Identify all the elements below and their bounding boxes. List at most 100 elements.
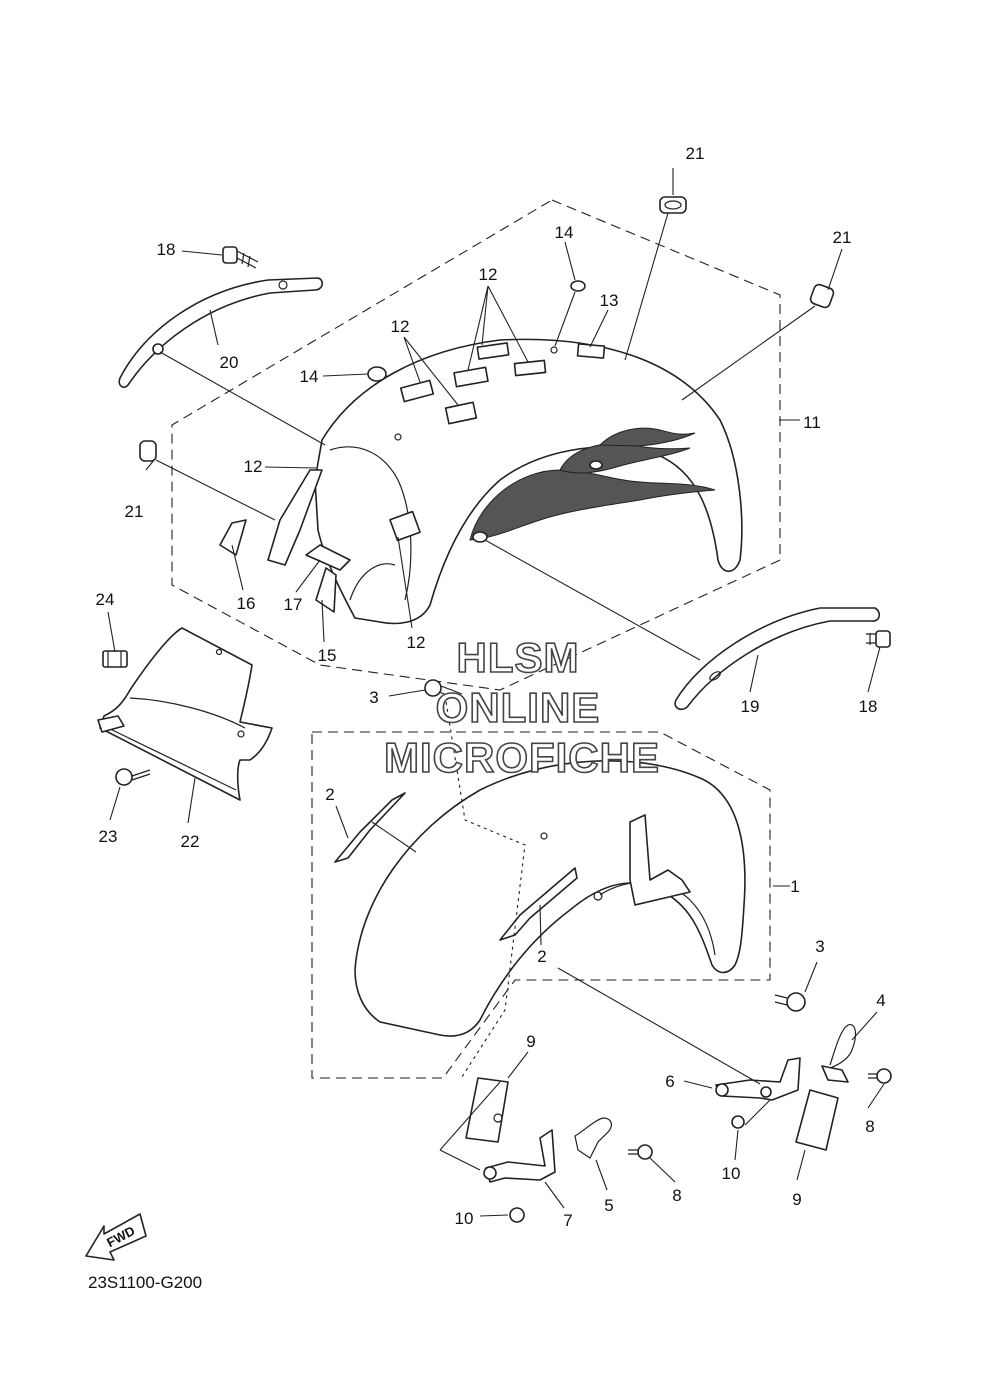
callout-15: 15	[318, 646, 337, 665]
fwd-arrow-icon: FWD	[85, 1213, 147, 1261]
fender-hole-upper	[589, 460, 603, 470]
lamp-mount-right	[821, 1065, 849, 1083]
rail-19-slot	[709, 671, 721, 681]
callout-24: 24	[96, 590, 115, 609]
sticker-12-top-c	[513, 359, 547, 377]
grommet-21-right	[809, 283, 835, 309]
bolt-8-right	[868, 1068, 892, 1084]
diagram-code: 23S1100-G200	[88, 1273, 202, 1292]
front-fender-group-outline	[311, 731, 771, 1079]
bolt-18-lower	[866, 630, 891, 648]
callout-16: 16	[237, 594, 256, 613]
watermark-line-3: MICROFICHE	[384, 734, 660, 781]
mud-flap-bottom	[103, 725, 237, 791]
sticker-2-loose	[334, 792, 406, 863]
clip-24	[102, 650, 128, 668]
callout-3-upper: 3	[369, 688, 378, 707]
hole-14-top	[550, 346, 558, 354]
callout-12-upper-left: 12	[391, 317, 410, 336]
callout-2-lower: 2	[537, 947, 546, 966]
bracket-6-hole-2	[760, 1086, 772, 1098]
fender-rail-20	[118, 277, 324, 388]
callout-9-right: 9	[792, 1190, 801, 1209]
callout-12-bottom: 12	[407, 633, 426, 652]
rail-20-hole-front	[278, 280, 288, 290]
reflector-9-left	[465, 1077, 509, 1143]
callout-4: 4	[876, 991, 885, 1010]
bolt-3-upper	[424, 679, 463, 701]
flap-hole	[237, 730, 245, 738]
flame-decal-top	[598, 427, 696, 447]
callout-18-lower: 18	[859, 697, 878, 716]
bracket-7-hole	[483, 1166, 497, 1180]
callout-21-right: 21	[833, 228, 852, 247]
callout-7: 7	[563, 1211, 572, 1230]
mud-flap-edge	[129, 697, 246, 729]
rivet-23	[115, 768, 151, 786]
sticker-2-fender	[499, 867, 578, 941]
flap-bracket	[97, 715, 125, 733]
rear-fender-inner-edge	[329, 446, 412, 601]
bracket-7	[485, 1129, 556, 1183]
rear-fender-group-outline	[171, 199, 781, 691]
callout-21-left: 21	[125, 502, 144, 521]
wire-4	[829, 1024, 857, 1076]
leader-lines	[107, 168, 885, 1217]
bracket-6	[715, 1057, 801, 1101]
callout-6: 6	[665, 1072, 674, 1091]
callout-10-left: 10	[455, 1209, 474, 1228]
front-fender-stay	[629, 814, 691, 906]
callout-9-left: 9	[526, 1032, 535, 1051]
sticker-12-top-b	[453, 366, 489, 388]
bolt-8-left	[628, 1144, 653, 1160]
sticker-12-left	[399, 379, 435, 403]
callout-21-top: 21	[686, 144, 705, 163]
rear-fender	[314, 338, 743, 625]
label-17	[305, 544, 351, 571]
callout-20: 20	[220, 353, 239, 372]
callout-23: 23	[99, 827, 118, 846]
bolt-18-upper	[222, 246, 259, 269]
watermark-line-2: ONLINE	[436, 684, 601, 731]
label-16	[219, 519, 247, 556]
bolt-3-lower	[774, 992, 806, 1012]
lamp-5	[574, 1117, 612, 1159]
label-15	[315, 567, 337, 613]
washer-14-top	[570, 280, 586, 292]
sticker-12-side	[267, 469, 323, 566]
grommet-21-left	[139, 440, 157, 462]
callout-8-left: 8	[672, 1186, 681, 1205]
callout-2-upper: 2	[325, 785, 334, 804]
front-fender-hole	[540, 832, 548, 840]
callout-1: 1	[790, 877, 799, 896]
grommet-21-top	[659, 196, 687, 214]
rail-20-hole-rear	[152, 343, 164, 355]
flame-decal	[469, 469, 716, 541]
sticker-12-mid	[444, 401, 478, 425]
dotted-line-front	[444, 694, 526, 1081]
callout-18-upper: 18	[157, 240, 176, 259]
nut-10-right	[731, 1115, 745, 1129]
sticker-12-lower	[389, 510, 421, 542]
reflector-9-screw	[493, 1113, 503, 1123]
callout-22: 22	[181, 832, 200, 851]
callout-12-side: 12	[244, 457, 263, 476]
front-fender-hole-2	[593, 891, 603, 901]
bracket-6-hole	[715, 1083, 729, 1097]
hole-14-left	[394, 433, 402, 441]
callout-17: 17	[284, 595, 303, 614]
fender-rail-19	[674, 607, 881, 711]
callout-5: 5	[604, 1196, 613, 1215]
callout-11: 11	[803, 413, 821, 432]
washer-14-left	[367, 366, 387, 382]
callout-14-top: 14	[555, 223, 574, 242]
rear-fender-inner-edge-2	[349, 563, 396, 601]
nut-10-left	[509, 1207, 525, 1223]
sticker-12-top-a	[476, 342, 510, 360]
reflector-9-right	[795, 1089, 839, 1151]
callout-10-right: 10	[722, 1164, 741, 1183]
callout-13: 13	[600, 291, 619, 310]
callout-8-right: 8	[865, 1117, 874, 1136]
front-fender-inner	[599, 881, 716, 956]
